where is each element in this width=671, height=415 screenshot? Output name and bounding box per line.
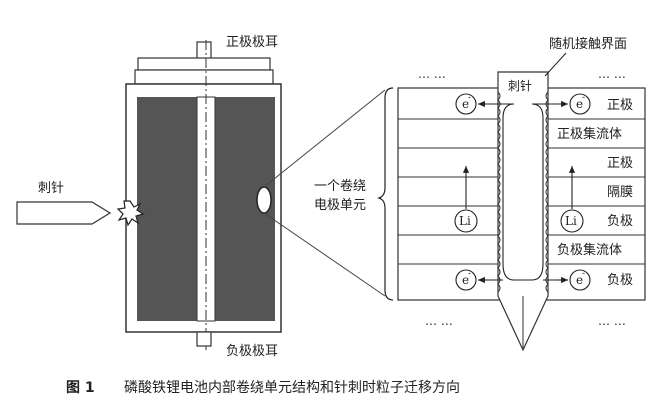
positive-tab: [196, 41, 212, 61]
svg-text:e: e: [576, 97, 583, 111]
winding-unit-brace: [377, 87, 394, 301]
layer-label-2: 正极: [607, 156, 633, 171]
svg-text:e: e: [576, 273, 583, 287]
winding-unit-label-1: 一个卷绕: [314, 178, 366, 194]
figure-caption: 磷酸铁锂电池内部卷绕单元结构和针刺时粒子迁移方向: [124, 380, 460, 396]
svg-text:-: -: [468, 93, 471, 103]
lithium-ion-right: Li: [560, 209, 584, 233]
electron-top-right: e -: [569, 93, 591, 115]
svg-text:Li: Li: [459, 214, 471, 228]
electrode-roll-left: [137, 97, 197, 321]
electron-top-left: e -: [455, 93, 477, 115]
random-contact-label: 随机接触界面: [549, 36, 627, 52]
layer-label-1: 正极集流体: [557, 126, 622, 142]
layer-label-4: 负极: [607, 214, 633, 229]
ellipsis-top-right: … …: [598, 67, 626, 81]
needle-left-label: 刺针: [38, 181, 64, 196]
ellipsis-bottom-right: … …: [598, 314, 626, 328]
svg-text:-: -: [468, 269, 471, 279]
lithium-ion-left: Li: [454, 209, 478, 233]
svg-text:-: -: [582, 269, 585, 279]
needle-right: [497, 71, 549, 352]
layer-label-5: 负极集流体: [557, 242, 622, 258]
layer-label-0: 正极: [607, 98, 633, 113]
svg-text:-: -: [582, 93, 585, 103]
negative-tab-label: 负极极耳: [226, 344, 278, 359]
zoom-line-bottom: [263, 212, 386, 297]
svg-text:Li: Li: [565, 214, 577, 228]
zoom-region: [256, 186, 272, 214]
svg-text:e: e: [462, 273, 469, 287]
battery-cell: [125, 40, 282, 350]
electron-bottom-left: e -: [455, 269, 477, 291]
ellipsis-bottom-left: … …: [425, 314, 453, 328]
layer-label-6: 负极: [607, 273, 633, 288]
svg-text:e: e: [462, 97, 469, 111]
needle-left: [16, 201, 112, 225]
top-cap-lower: [134, 69, 274, 85]
puncture-spark-icon: [116, 200, 145, 227]
top-cap-upper: [137, 57, 271, 71]
needle-right-label: 刺针: [508, 78, 532, 93]
winding-unit-label-2: 电极单元: [314, 198, 366, 213]
figure-number: 图 1: [66, 380, 95, 396]
positive-tab-label: 正极极耳: [226, 35, 278, 50]
ellipsis-top-left: … …: [418, 67, 446, 81]
random-contact-leader: [544, 52, 567, 77]
layer-label-3: 隔膜: [607, 185, 633, 200]
electron-bottom-right: e -: [569, 269, 591, 291]
negative-tab: [196, 331, 212, 347]
electron-flow-path: [478, 100, 568, 281]
zoom-line-top: [263, 89, 386, 188]
